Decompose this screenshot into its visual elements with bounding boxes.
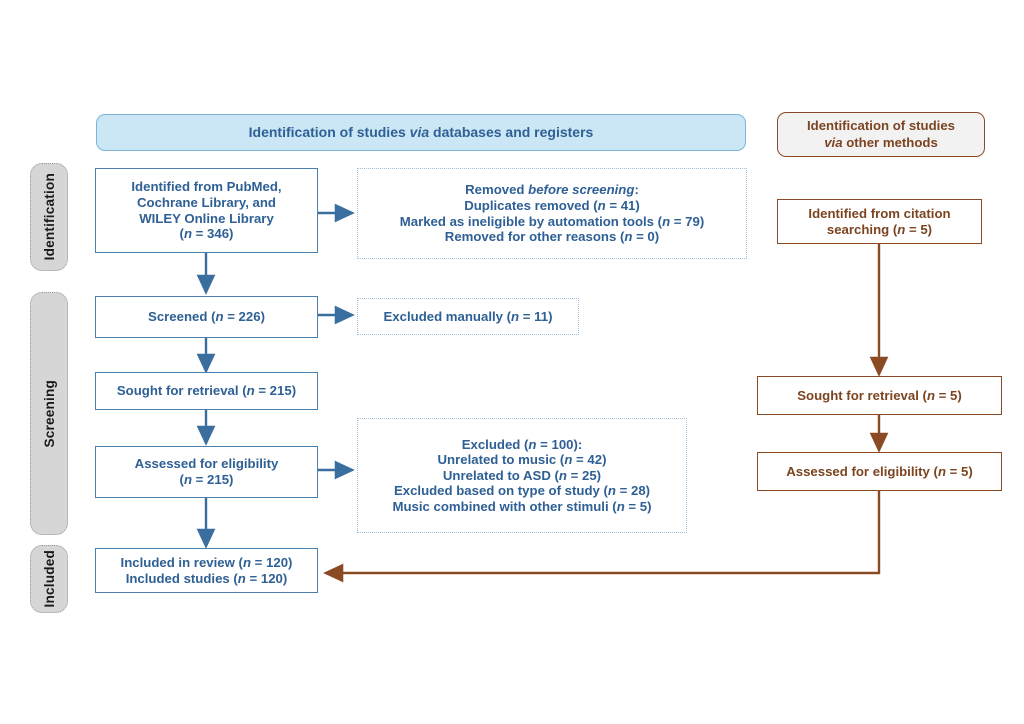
box-assessed-for-eligibility: Assessed for eligibility (n = 215) (95, 446, 318, 498)
other-sought-text: Sought for retrieval (n = 5) (797, 387, 962, 403)
box-identified-from-databases: Identified from PubMed, Cochrane Library… (95, 168, 318, 253)
box-other-assessed-for-eligibility: Assessed for eligibility (n = 5) (757, 452, 1002, 491)
removed-title-post: : (634, 182, 639, 198)
removed-title-em: before screening (528, 182, 635, 198)
assessed-count: (n = 215) (179, 472, 234, 487)
excluded-reasons-line1: Excluded (n = 100): (461, 436, 583, 452)
excluded-reasons-line3: Unrelated to ASD (n = 25) (442, 467, 602, 483)
banner-databases-pre: Identification of studies (248, 124, 410, 141)
box-included-in-review: Included in review (n = 120) Included st… (95, 548, 318, 593)
stage-label-included: Included (30, 545, 68, 613)
citation-line2: searching (n = 5) (826, 221, 933, 237)
banner-databases-post: databases and registers (429, 124, 594, 141)
citation-line1: Identified from citation (808, 205, 951, 221)
box-sought-for-retrieval: Sought for retrieval (n = 215) (95, 372, 318, 410)
banner-databases-registers: Identification of studies via databases … (96, 114, 746, 151)
assessed-line1: Assessed for eligibility (134, 456, 279, 472)
stage-label-included-text: Included (41, 550, 57, 608)
included-line2: Included studies (n = 120) (125, 570, 288, 586)
box-excluded-manually: Excluded manually (n = 11) (357, 298, 579, 335)
removed-line2: Duplicates removed (n = 41) (464, 197, 640, 213)
screened-text: Screened (n = 226) (148, 309, 265, 325)
stage-label-screening: Screening (30, 292, 68, 535)
removed-title-pre: Removed (465, 182, 529, 198)
box-removed-before-screening: Removed before screening: Duplicates rem… (357, 168, 747, 259)
excluded-reasons-line2: Unrelated to music (n = 42) (437, 452, 607, 468)
box-other-sought-for-retrieval: Sought for retrieval (n = 5) (757, 376, 1002, 415)
identified-line2: Cochrane Library, and (136, 194, 276, 210)
box-identified-citation-searching: Identified from citation searching (n = … (777, 199, 982, 244)
stage-label-screening-text: Screening (41, 379, 57, 448)
removed-line4: Removed for other reasons (n = 0) (444, 229, 660, 245)
included-line1: Included in review (n = 120) (120, 554, 293, 570)
banner-other-methods-line1: Identification of studies (807, 118, 955, 133)
banner-other-methods-post: other methods (842, 134, 938, 150)
stage-label-identification-text: Identification (41, 173, 57, 261)
box-excluded-reasons: Excluded (n = 100): Unrelated to music (… (357, 418, 687, 533)
stage-label-identification: Identification (30, 163, 68, 271)
sought-for-retrieval-text: Sought for retrieval (n = 215) (116, 383, 297, 399)
other-assessed-text: Assessed for eligibility (n = 5) (786, 463, 973, 479)
excluded-reasons-line4: Excluded based on type of study (n = 28) (393, 483, 651, 499)
banner-other-methods-em: via (824, 134, 843, 150)
removed-line3: Marked as ineligible by automation tools… (399, 213, 705, 229)
banner-other-methods: Identification of studies via other meth… (777, 112, 985, 157)
identified-line3: WILEY Online Library (139, 210, 274, 226)
excluded-reasons-line5: Music combined with other stimuli (n = 5… (392, 498, 652, 514)
identified-count: (n = 346) (179, 226, 234, 242)
identified-line1: Identified from PubMed, (131, 179, 282, 195)
excluded-manually-text: Excluded manually (n = 11) (383, 308, 553, 324)
banner-databases-em: via (409, 124, 430, 141)
box-screened: Screened (n = 226) (95, 296, 318, 338)
